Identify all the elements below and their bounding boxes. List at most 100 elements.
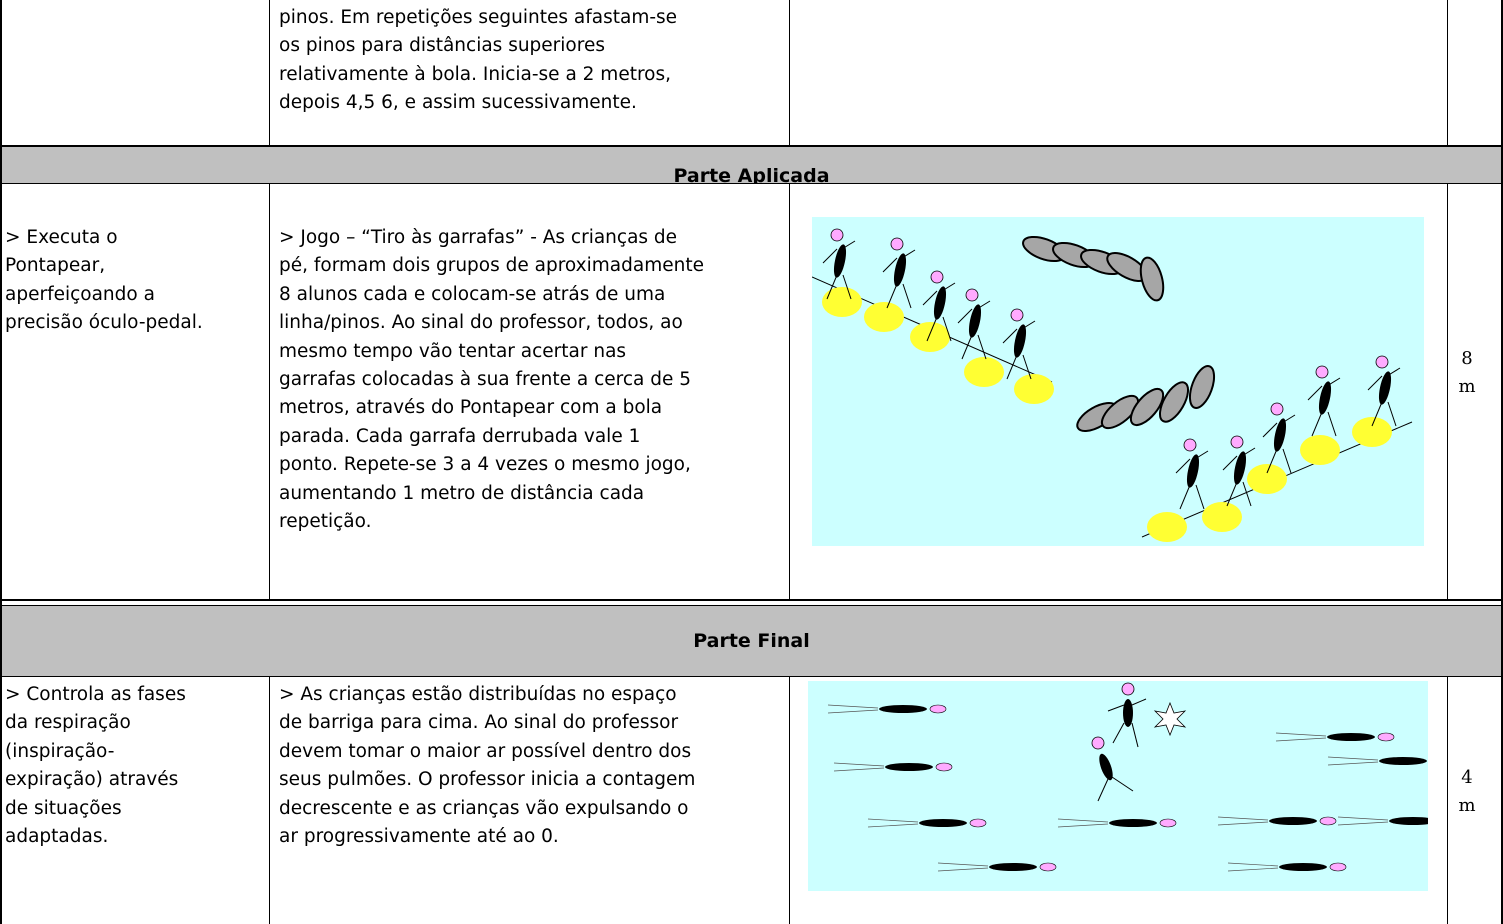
ball <box>1247 464 1287 494</box>
child-figure <box>957 288 991 360</box>
objective-line: > Executa o <box>5 227 118 248</box>
bottle <box>1159 381 1189 423</box>
row-divider <box>0 145 1503 147</box>
ball <box>1300 435 1340 465</box>
lying-figure <box>827 704 947 714</box>
child-figure <box>1262 402 1296 474</box>
child-figure <box>882 237 916 309</box>
ball <box>822 287 862 317</box>
lying-figure <box>1057 818 1177 828</box>
activity-line: metros, através do Pontapear com a bola <box>279 397 663 419</box>
row-divider <box>0 599 1503 601</box>
lying-figure <box>833 762 953 772</box>
lying-figure <box>1217 816 1337 826</box>
lying-figure <box>1337 816 1428 826</box>
activity-line: mesmo tempo vão tentar acertar nas <box>279 340 627 362</box>
top-activity-line: depois 4,5 6, e assim sucessivamente. <box>279 92 637 114</box>
activity-line: 8 alunos cada e colocam-se atrás de uma <box>279 283 666 305</box>
activity-line: ponto. Repete-se 3 a 4 vezes o mesmo jog… <box>279 454 691 476</box>
activity-line: seus pulmões. O professor inicia a conta… <box>279 769 696 791</box>
activity-line: aumentando 1 metro de distância cada <box>279 482 645 504</box>
activity-line: decrescente e as crianças vão expulsando… <box>279 797 689 819</box>
duration-value: 8 <box>1461 348 1473 369</box>
applied-objective: > Executa o Pontapear, aperfeiçoando a p… <box>5 224 267 338</box>
bottle <box>1188 365 1216 409</box>
objective-line: aperfeiçoando a <box>5 283 155 305</box>
lying-figure <box>1275 732 1395 742</box>
column-divider <box>789 0 790 146</box>
objective-line: expiração) através <box>5 769 179 791</box>
activity-line: repetição. <box>279 511 372 533</box>
applied-activity-text: > Jogo – “Tiro às garrafas” - As criança… <box>279 224 782 536</box>
objective-line: de situações <box>5 797 122 819</box>
bottle <box>1100 394 1140 430</box>
child-figure <box>1367 355 1401 427</box>
child-figure <box>1307 365 1341 437</box>
final-section-title: Parte Final <box>693 630 810 652</box>
lying-figure <box>1327 756 1427 766</box>
duration-unit: m <box>1458 795 1476 816</box>
column-divider <box>789 184 790 600</box>
activity-line: garrafas colocadas à sua frente a cerca … <box>279 369 691 391</box>
ball <box>910 322 950 352</box>
activity-line: > As crianças estão distribuídas no espa… <box>279 684 677 705</box>
column-divider <box>789 676 790 924</box>
objective-line: da respiração <box>5 712 131 734</box>
top-activity-line: relativamente à bola. Inicia-se a 2 metr… <box>279 63 672 85</box>
final-activity-text: > As crianças estão distribuídas no espa… <box>279 681 782 851</box>
column-divider <box>269 0 270 146</box>
burst-shape <box>1153 701 1187 737</box>
row-divider <box>0 605 1503 606</box>
activity-line: ar progressivamente até ao 0. <box>279 826 559 848</box>
row-divider <box>0 676 1503 677</box>
ball <box>1352 417 1392 447</box>
top-activity-line: os pinos para distâncias superiores <box>279 35 605 57</box>
lying-figure <box>937 862 1057 872</box>
applied-section-header <box>0 146 1503 184</box>
activity-line: parada. Cada garrafa derrubada vale 1 <box>279 425 641 447</box>
ball <box>864 302 904 332</box>
bottle <box>1139 256 1165 302</box>
ball <box>1147 512 1187 542</box>
final-section-header <box>0 605 1503 676</box>
duration-value: 4 <box>1461 767 1473 788</box>
activity-line: linha/pinos. Ao sinal do professor, todo… <box>279 312 683 334</box>
child-figure <box>1222 435 1256 507</box>
activity-line: pé, formam dois grupos de aproximadament… <box>279 255 704 277</box>
objective-line: adaptadas. <box>5 826 109 848</box>
lying-figure <box>867 818 987 828</box>
child-figure <box>822 228 856 300</box>
lying-figure <box>1227 862 1347 872</box>
objective-line: Pontapear, <box>5 255 106 277</box>
objective-line: precisão óculo-pedal. <box>5 312 203 334</box>
column-divider <box>1447 184 1448 600</box>
applied-duration: 8 m <box>1447 345 1487 401</box>
row-divider <box>0 183 1503 184</box>
column-divider <box>269 676 270 924</box>
ball <box>1014 374 1054 404</box>
ball <box>1202 502 1242 532</box>
objective-line: > Controla as fases <box>5 684 186 705</box>
breathing-illustration <box>808 681 1428 891</box>
table-border <box>0 0 2 924</box>
column-divider <box>1447 676 1448 924</box>
ball <box>964 357 1004 387</box>
sitting-figure <box>1091 736 1134 802</box>
child-figure <box>1175 438 1209 510</box>
child-figure <box>922 270 956 342</box>
bottle <box>1129 387 1165 427</box>
teacher-figure <box>1107 682 1147 748</box>
activity-line: de barriga para cima. Ao sinal do profes… <box>279 712 679 734</box>
column-divider <box>269 184 270 600</box>
activity-line: > Jogo – “Tiro às garrafas” - As criança… <box>279 227 678 248</box>
activity-line: devem tomar o maior ar possível dentro d… <box>279 740 692 762</box>
objective-line: (inspiração- <box>5 740 115 762</box>
child-figure <box>1002 308 1036 380</box>
bottle-game-illustration <box>812 217 1424 546</box>
column-divider <box>1447 0 1448 146</box>
applied-section-title: Parte Aplicada <box>673 165 830 184</box>
final-duration: 4 m <box>1447 764 1487 820</box>
top-activity-text: pinos. Em repetições seguintes afastam-s… <box>279 4 782 118</box>
top-activity-line: pinos. Em repetições seguintes afastam-s… <box>279 7 678 28</box>
table-border <box>1501 0 1503 924</box>
